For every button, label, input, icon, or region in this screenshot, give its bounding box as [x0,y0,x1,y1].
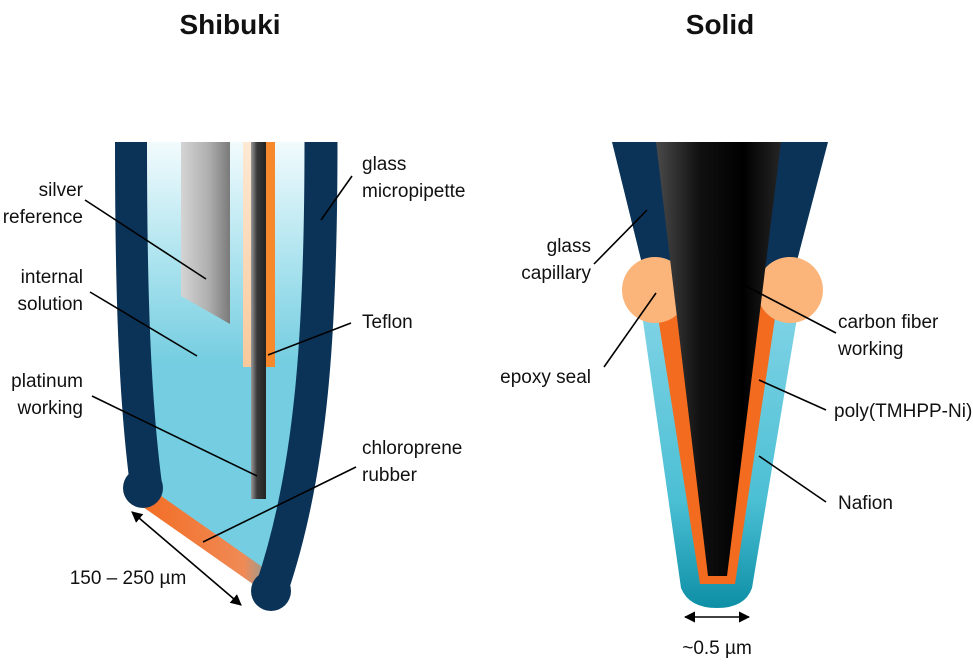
leader-silver-reference [84,199,207,280]
leader-glass-micropipette [320,175,353,221]
label-chloroprene-line2: rubber [362,465,418,486]
leader-glass-capillary [593,209,648,265]
label-shibuki-dimension: 150 – 250 µm [70,568,187,589]
dimension-arrow-shibuki [131,511,242,606]
teflon-edge [266,142,275,367]
shibuki-title: Shibuki [179,9,280,40]
label-glass-micropipette-line2: micropipette [362,181,466,202]
solid-electrode [612,142,828,608]
carbon-fiber-core [656,142,781,576]
label-silver-line2: reference [3,207,83,228]
label-carbon-fiber-line2: working [837,339,903,360]
leader-teflon [267,322,352,356]
label-chloroprene-line1: chloroprene [362,438,462,459]
glass-bead-left [123,468,163,508]
label-platinum-line1: platinum [11,371,83,392]
glass-wall-right [256,141,338,594]
internal-solution-region [124,142,329,586]
label-silver-line1: silver [39,180,84,201]
label-solid-dimension: ~0.5 µm [682,638,752,659]
glass-wall-left [115,141,162,488]
leader-nafion [758,455,827,503]
label-epoxy-seal: epoxy seal [500,367,591,388]
label-internal-line2: solution [18,294,84,315]
epoxy-seal-left [622,257,688,323]
label-carbon-fiber-line1: carbon fiber [838,312,939,333]
label-glass-capillary-line1: glass [547,236,591,257]
label-poly-tmhpp-ni: poly(TMHPP-Ni) [834,401,972,422]
platinum-working-wire [251,142,266,499]
label-glass-micropipette-line1: glass [362,154,406,175]
silver-reference-wire [181,142,230,324]
epoxy-seal-right [757,257,823,323]
label-internal-line1: internal [21,267,83,288]
solid-title: Solid [686,9,754,40]
label-glass-capillary-line2: capillary [521,263,591,284]
label-platinum-line2: working [17,398,83,419]
glass-bead-right [251,571,291,611]
leader-poly-tmhpp-ni [758,379,827,411]
leader-epoxy-seal [603,292,657,368]
label-nafion: Nafion [838,493,893,514]
leader-platinum-working [91,395,258,477]
shibuki-electrode [115,141,338,611]
leader-internal-solution [89,291,198,357]
leader-carbon-fiber [741,283,837,334]
label-teflon: Teflon [362,312,413,333]
